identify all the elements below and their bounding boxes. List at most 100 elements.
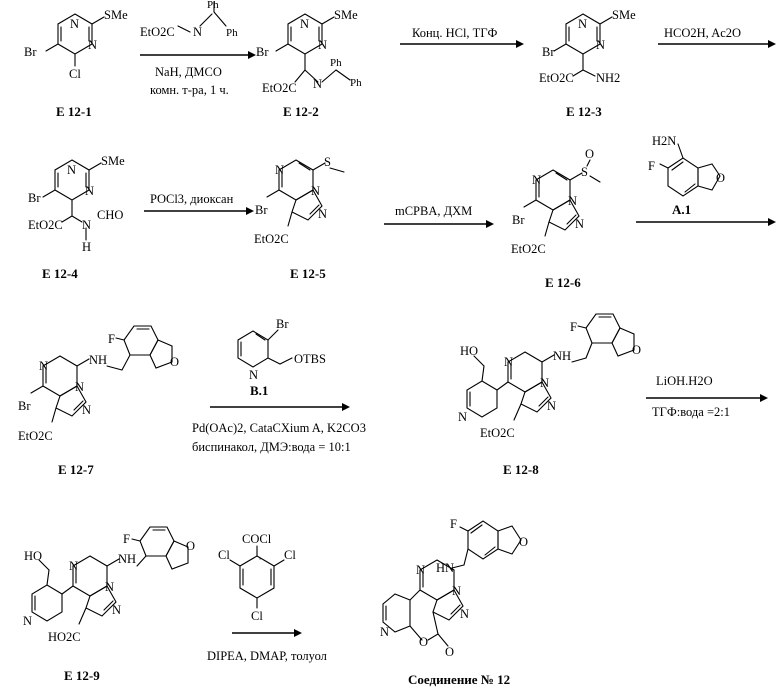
structure-e12-7 — [31, 326, 172, 422]
atom-s: S — [324, 155, 331, 169]
atom-n: N — [23, 614, 32, 628]
compound-label-e12-2: E 12-2 — [283, 104, 319, 119]
atom-n: N — [275, 163, 284, 177]
atom-n: N — [547, 399, 556, 413]
atom-n: N — [300, 17, 309, 31]
atom-cho: CHO — [97, 208, 123, 222]
compound-label-final: Соединение № 12 — [408, 672, 510, 687]
atom-n: N — [69, 559, 78, 573]
structure-e12-9 — [32, 527, 188, 624]
arrow-head — [768, 218, 776, 226]
atom-h: H — [82, 240, 91, 254]
arrow-head — [768, 40, 776, 48]
conditions-step9: DIPEA, DMAP, толуол — [207, 649, 327, 663]
atom-o: O — [632, 343, 641, 357]
structure-e12-6 — [524, 160, 600, 236]
compound-label-e12-4: E 12-4 — [42, 266, 78, 281]
atom-sme: SMe — [334, 8, 358, 22]
arrow-head — [760, 394, 768, 402]
structure-e12-2 — [276, 14, 350, 82]
compound-label-e12-8: E 12-8 — [503, 462, 539, 477]
atom-o: O — [186, 539, 195, 553]
atom-n: N — [249, 368, 258, 382]
atom-n: N — [82, 218, 91, 232]
compound-label-a1: A.1 — [672, 202, 691, 217]
atom-br: Br — [276, 317, 289, 331]
atom-etoc: EtO2C — [511, 242, 546, 256]
atom-cl: Cl — [218, 548, 230, 562]
conditions-step7-line1: Pd(OAc)2, CataCXium A, K2CO3 — [192, 421, 366, 435]
conditions-step4: POCl3, диоксан — [150, 192, 234, 206]
structure-a1 — [660, 144, 720, 196]
atom-s: S — [581, 165, 588, 179]
atom-n: N — [313, 77, 322, 91]
atom-br: Br — [256, 45, 269, 59]
atom-br: Br — [28, 191, 41, 205]
atom-n: N — [596, 38, 605, 52]
atom-n: N — [75, 380, 84, 394]
atom-n: N — [112, 603, 121, 617]
compound-label-e12-3: E 12-3 — [566, 104, 602, 119]
arrow-head — [342, 403, 350, 411]
atom-n: N — [88, 38, 97, 52]
atom-n: N — [578, 17, 587, 31]
atom-ph: Ph — [350, 77, 362, 89]
atom-nh: NH — [118, 552, 136, 566]
atom-sme: SMe — [612, 8, 636, 22]
structure-b1 — [238, 330, 292, 367]
atom-n: N — [532, 173, 541, 187]
atom-etoc: EtO2C — [28, 218, 63, 232]
conditions-step5: mCPBA, ДХМ — [395, 204, 472, 218]
atom-ho2c: HO2C — [48, 630, 81, 644]
atom-ho: HO — [24, 549, 42, 563]
atom-f: F — [108, 332, 115, 346]
atom-ho: HO — [460, 344, 478, 358]
conditions-step7-line2: биспинакол, ДМЭ:вода = 10:1 — [192, 440, 351, 454]
arrow-head — [516, 40, 524, 48]
compound-label-b1: B.1 — [250, 383, 268, 398]
atom-n: N — [458, 410, 467, 424]
atom-cl: Cl — [69, 67, 81, 81]
atom-n: N — [460, 607, 469, 621]
compound-label-e12-5: E 12-5 — [290, 266, 326, 281]
atom-n: N — [416, 563, 425, 577]
compound-label-e12-7: E 12-7 — [58, 462, 94, 477]
atom-o: O — [519, 535, 528, 549]
atom-n: N — [540, 376, 549, 390]
atom-o: O — [585, 147, 594, 161]
arrow-head — [294, 629, 302, 637]
atom-f: F — [123, 532, 130, 546]
atom-n: N — [82, 403, 91, 417]
atom-o: O — [716, 171, 725, 185]
atom-o: O — [445, 645, 454, 659]
atom-f: F — [450, 517, 457, 531]
atom-ph: Ph — [330, 57, 342, 69]
atom-n: N — [380, 625, 389, 639]
conditions-step8-line1: LiOH.H2O — [656, 374, 713, 388]
atom-cl: Cl — [284, 548, 296, 562]
conditions-step8-line2: ТГФ:вода =2:1 — [652, 405, 730, 419]
conditions-step2: Конц. HCl, ТГФ — [412, 26, 498, 40]
structure-trichlorobenzoyl-chloride — [230, 546, 284, 608]
atom-sme: SMe — [104, 8, 128, 22]
atom-n: N — [452, 584, 461, 598]
atom-n: N — [318, 38, 327, 52]
atom-etoc: EtO2C — [18, 429, 53, 443]
atom-n: N — [568, 194, 577, 208]
atom-nh2: NH2 — [596, 71, 620, 85]
atom-n: N — [105, 580, 114, 594]
arrow-head — [246, 207, 254, 215]
atom-nh: NH — [89, 353, 107, 367]
atom-n: N — [504, 355, 513, 369]
arrow-head — [486, 220, 494, 228]
atom-f: F — [570, 320, 577, 334]
atom-etoc: EtO2C — [539, 71, 574, 85]
atom-sme: SMe — [101, 154, 125, 168]
atom-br: Br — [18, 399, 31, 413]
arrow-head — [248, 51, 256, 59]
atom-etoc: EtO2C — [254, 232, 289, 246]
atom-cl: Cl — [251, 609, 263, 623]
atom-br: Br — [542, 45, 555, 59]
atom-n: N — [575, 217, 584, 231]
atom-etoc: EtO2C — [262, 81, 297, 95]
